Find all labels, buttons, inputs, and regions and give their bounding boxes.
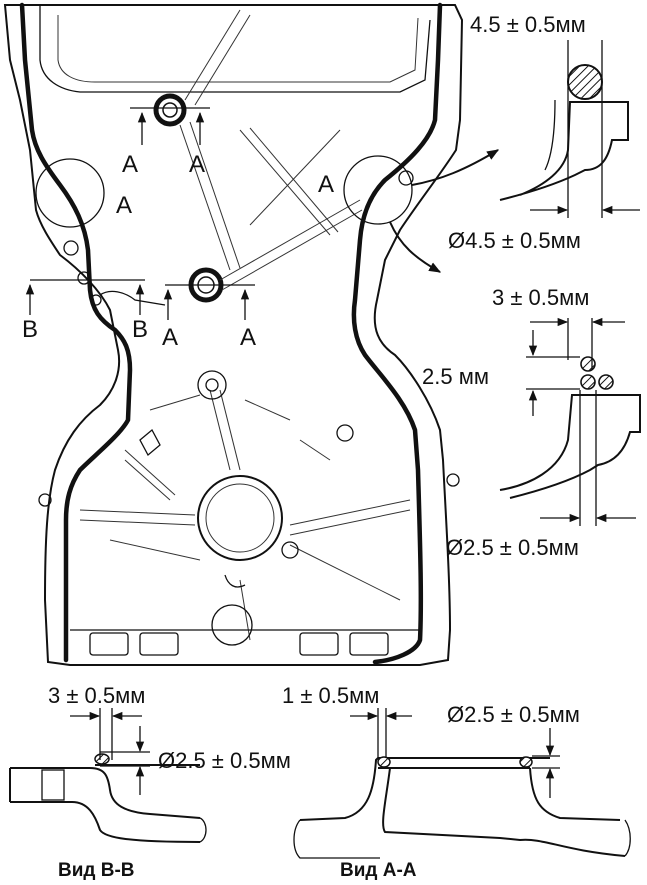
view-b-title: Вид B-B xyxy=(58,860,135,881)
sealant-bead-view-b xyxy=(94,753,110,765)
bolt-boss xyxy=(77,271,91,285)
view-a-title: Вид A-A xyxy=(340,860,417,881)
section-marker-a: A xyxy=(189,151,205,178)
section-marker-a: A xyxy=(240,324,256,351)
bolt-boss xyxy=(446,473,460,487)
sealant-bead-view-a xyxy=(377,756,391,768)
upper-boss xyxy=(197,370,227,400)
cover-outline xyxy=(3,4,464,666)
dimension-view-a-offset: 1 ± 0.5мм xyxy=(282,683,379,708)
bolt-boss xyxy=(90,294,102,306)
sealant-bead-small xyxy=(580,374,596,390)
detail-middle: 3 ± 0.5мм 2.5 мм Ø2.5 ± 0.5мм xyxy=(422,285,641,560)
fin xyxy=(139,428,161,457)
sealant-bead-small xyxy=(598,374,614,390)
sealant-bead-view-a xyxy=(519,756,533,768)
bolt-boss xyxy=(336,424,354,442)
view-a-a: 1 ± 0.5мм Ø2.5 ± 0.5мм Вид A-A xyxy=(282,683,631,881)
central-bore xyxy=(197,475,283,561)
section-marker-a: A xyxy=(122,151,138,178)
timing-cover: A A A A B B A A xyxy=(3,2,464,666)
upper-boss-hole xyxy=(205,378,219,392)
dimension-middle-gap: 2.5 мм xyxy=(422,364,489,389)
detail-circle-left xyxy=(35,158,105,228)
sealant-bead-large xyxy=(567,64,603,100)
dimension-top-width: 4.5 ± 0.5мм xyxy=(470,12,586,37)
section-marker-a: A xyxy=(162,324,178,351)
cover-ribs xyxy=(79,9,411,641)
bolt-boss xyxy=(38,493,52,507)
dimension-view-b-offset: 3 ± 0.5мм xyxy=(48,683,145,708)
section-marker-b: B xyxy=(132,316,148,343)
dimension-view-b-diameter: Ø2.5 ± 0.5мм xyxy=(158,748,291,773)
upper-seal-ring-inner xyxy=(162,102,178,118)
detail-top: 4.5 ± 0.5мм Ø4.5 ± 0.5мм xyxy=(448,12,640,253)
cover-upper-pocket xyxy=(57,15,419,83)
bolt-boss xyxy=(63,240,79,256)
sealant-bead-right xyxy=(351,2,443,665)
section-marker-a: A xyxy=(318,171,334,198)
detail-leader-bottom xyxy=(389,221,442,273)
section-lines xyxy=(30,107,255,306)
dimension-middle-spacing: 3 ± 0.5мм xyxy=(492,285,589,310)
detail-circle-right xyxy=(343,155,413,225)
section-arrows xyxy=(25,111,250,320)
right-boss xyxy=(281,541,299,559)
view-b-b: 3 ± 0.5мм Ø2.5 ± 0.5мм Вид B-B xyxy=(9,683,291,881)
dimension-middle-diameter: Ø2.5 ± 0.5мм xyxy=(446,535,579,560)
lower-boss-neck xyxy=(224,574,246,588)
section-marker-a: A xyxy=(116,192,132,219)
dimension-view-a-diameter: Ø2.5 ± 0.5мм xyxy=(447,702,580,727)
sealant-bead-left xyxy=(19,2,133,663)
sealant-bead-small xyxy=(580,356,596,372)
section-marker-b: B xyxy=(22,316,38,343)
lower-boss xyxy=(211,604,253,646)
central-bore-inner xyxy=(205,483,275,553)
bottom-pockets xyxy=(89,632,389,656)
dimension-top-diameter: Ø4.5 ± 0.5мм xyxy=(448,228,581,253)
cover-inner-panel xyxy=(39,5,431,93)
detail-leader-top xyxy=(411,149,500,186)
